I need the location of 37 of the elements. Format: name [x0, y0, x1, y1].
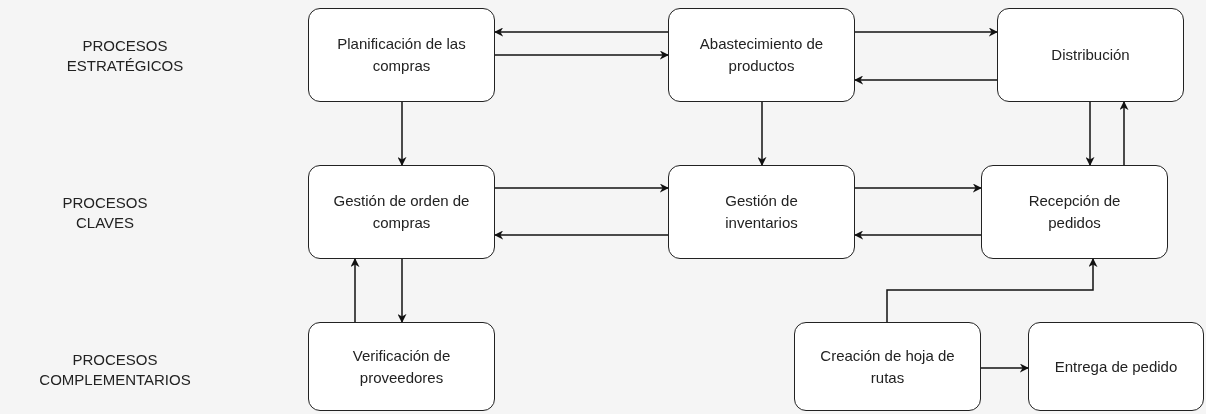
arrow [980, 363, 1029, 373]
row-heading: PROCESOS COMPLEMENTARIOS [38, 350, 192, 389]
process-box [308, 322, 495, 411]
arrow [494, 27, 669, 37]
row-heading: PROCESOS ESTRATÉGICOS [65, 36, 185, 75]
box-label: Abastecimiento de productos [698, 34, 825, 76]
process-box [794, 322, 981, 411]
process-box [981, 165, 1168, 259]
arrow [1085, 101, 1095, 166]
box-label: Gestión de orden de compras [332, 191, 471, 233]
box-label: Recepción de pedidos [1027, 191, 1122, 233]
box-label: Gestión de inventarios [724, 191, 799, 233]
arrow [1119, 101, 1129, 166]
box-label: Planificación de las compras [336, 34, 467, 76]
box-label: Entrega de pedido [1054, 356, 1178, 377]
process-box [668, 165, 855, 259]
process-box [1028, 322, 1204, 411]
process-box [668, 8, 855, 102]
arrow [397, 101, 407, 166]
arrow [397, 258, 407, 323]
box-label: Creación de hoja de rutas [819, 345, 956, 388]
arrow [494, 183, 669, 193]
arrow [350, 258, 360, 323]
arrow [886, 258, 1098, 323]
arrow [854, 183, 982, 193]
arrow [494, 230, 669, 240]
arrow [494, 50, 669, 60]
arrow [854, 230, 982, 240]
process-box [997, 8, 1184, 102]
box-label: Verificación de proveedores [351, 345, 452, 388]
row-heading: PROCESOS CLAVES [61, 193, 149, 232]
arrow [854, 27, 998, 37]
box-label: Distribución [1051, 45, 1130, 66]
process-box [308, 8, 495, 102]
arrow [854, 75, 998, 85]
arrow [757, 101, 767, 166]
process-box [308, 165, 495, 259]
